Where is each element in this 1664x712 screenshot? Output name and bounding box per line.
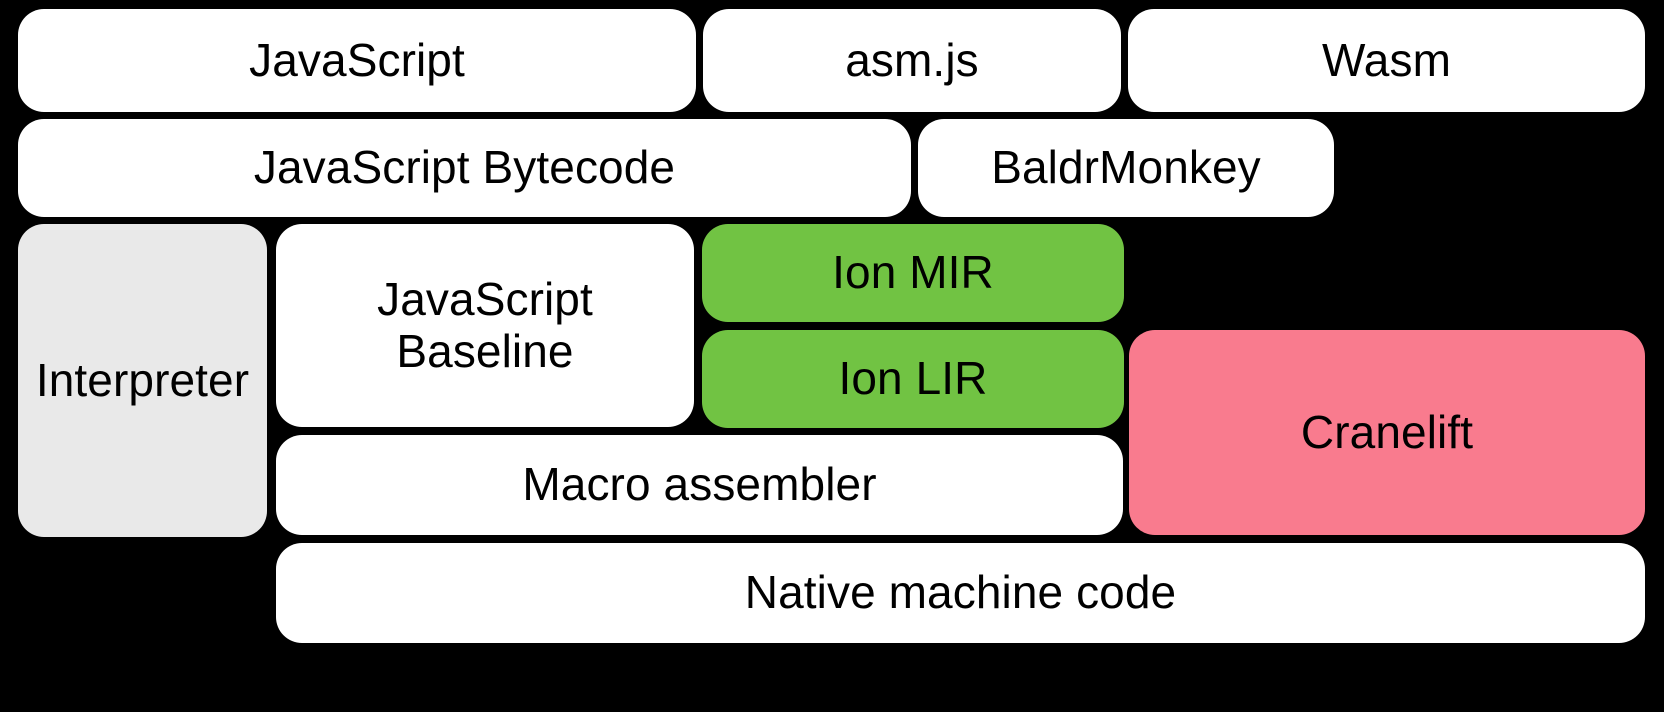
node-javascript-bytecode[interactable]: JavaScript Bytecode (18, 119, 911, 217)
node-javascript[interactable]: JavaScript (18, 9, 696, 112)
node-ion-lir[interactable]: Ion LIR (702, 330, 1124, 428)
node-macro-assembler[interactable]: Macro assembler (276, 435, 1123, 535)
node-javascript-baseline[interactable]: JavaScript Baseline (276, 224, 694, 427)
node-native-machine-code[interactable]: Native machine code (276, 543, 1645, 643)
node-ion-mir[interactable]: Ion MIR (702, 224, 1124, 322)
node-asm-js[interactable]: asm.js (703, 9, 1121, 112)
node-cranelift[interactable]: Cranelift (1129, 330, 1645, 535)
node-interpreter[interactable]: Interpreter (18, 224, 267, 537)
node-wasm[interactable]: Wasm (1128, 9, 1645, 112)
node-baldrmonkey[interactable]: BaldrMonkey (918, 119, 1334, 217)
